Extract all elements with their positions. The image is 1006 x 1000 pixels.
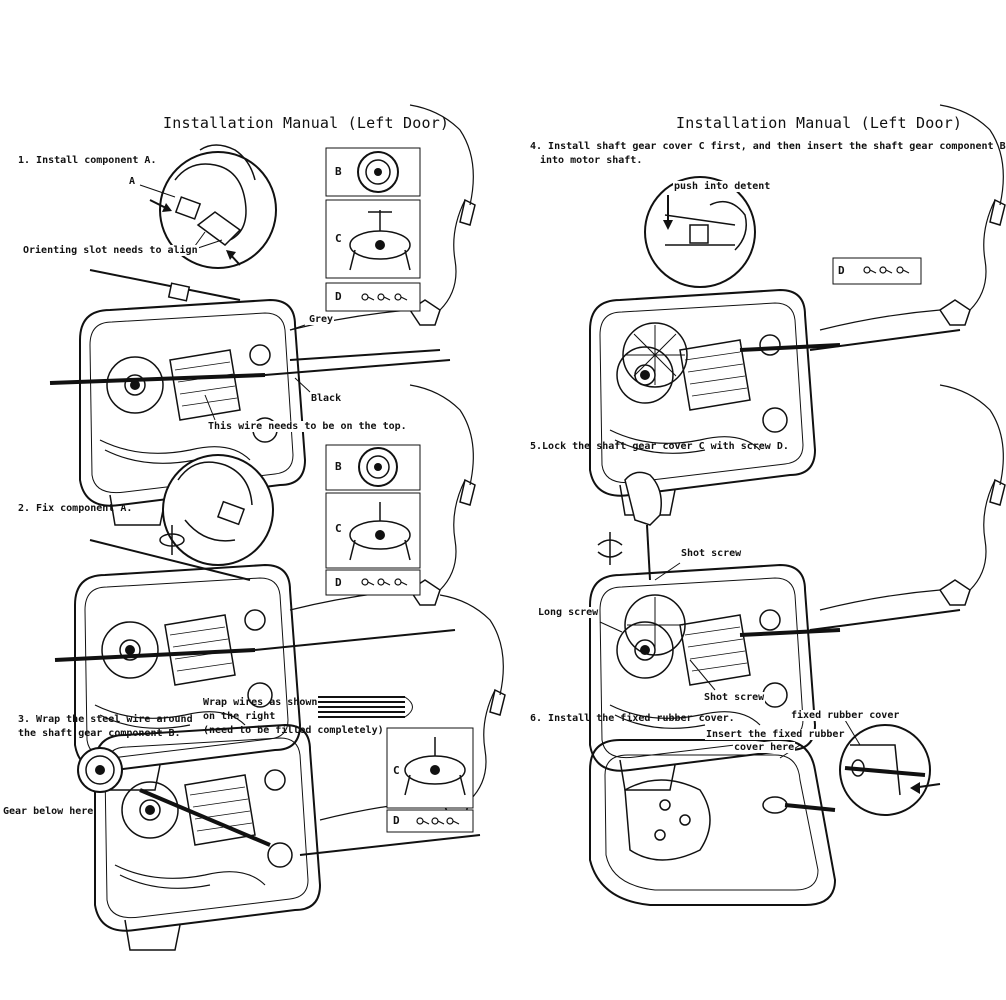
step2-part-c-label: C [335,522,342,535]
step2-heading: 2. Fix component A. [18,503,133,514]
label-push-detent: push into detent [673,181,772,192]
step4-illustration [589,104,1006,516]
label-wrap-wires-line1: Wrap wires as shown [203,697,318,708]
step5-heading: 5.Lock the shaft gear cover C with screw… [530,441,789,452]
part-d-label: D [335,290,342,303]
label-shot-screw-bottom: Shot screw [703,692,766,703]
step3-heading-line2: the shaft gear component B. [18,728,181,739]
step3-illustration [77,594,506,951]
step6-heading: 6. Install the fixed rubber cover. [530,713,735,724]
label-black-wire: Black [310,393,343,404]
label-insert-line1: Insert the fixed rubber [705,729,846,740]
step2-part-d-label: D [335,576,342,589]
label-orienting-slot: Orienting slot needs to align [22,245,199,256]
label-wrap-wires-line2: on the right [203,711,276,722]
step2-illustration [54,384,476,791]
label-long-screw: Long screw [537,607,600,618]
label-wrap-wires-line3: (need to be filled completely) [203,725,384,736]
step4-part-d-label: D [838,264,845,277]
step3-heading-line1: 3. Wrap the steel wire around [18,714,193,725]
step3-part-d-label: D [393,814,400,827]
right-page-title: Installation Manual (Left Door) [676,114,963,132]
left-page-title: Installation Manual (Left Door) [163,114,450,132]
step6-illustration [589,719,941,906]
label-insert-line2: cover here [733,742,796,753]
label-component-a: A [128,176,137,187]
step1-illustration [49,104,476,526]
step1-heading: 1. Install component A. [18,155,157,166]
label-shot-screw-top: Shot screw [680,548,743,559]
label-wire-on-top: This wire needs to be on the top. [207,421,408,432]
step3-part-c-label: C [393,764,400,777]
label-grey-wire: Grey [308,314,335,325]
step2-part-b-label: B [335,460,342,473]
part-c-label: C [335,232,342,245]
step4-heading-line2: into motor shaft. [540,155,643,166]
label-gear-below: Gear below here [2,806,95,817]
label-fixed-rubber-cover: fixed rubber cover [790,710,901,721]
part-b-label: B [335,165,342,178]
step5-illustration [589,384,1006,791]
step4-heading-line1: 4. Install shaft gear cover C first, and… [530,141,1006,152]
